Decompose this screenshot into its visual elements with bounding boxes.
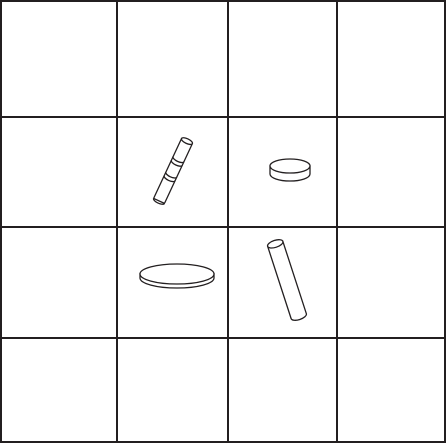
long-cylinder-icon	[267, 238, 308, 322]
striped-rod-icon	[153, 136, 194, 205]
short-cylinder-icon	[270, 159, 310, 181]
flat-disc-icon	[140, 264, 214, 288]
